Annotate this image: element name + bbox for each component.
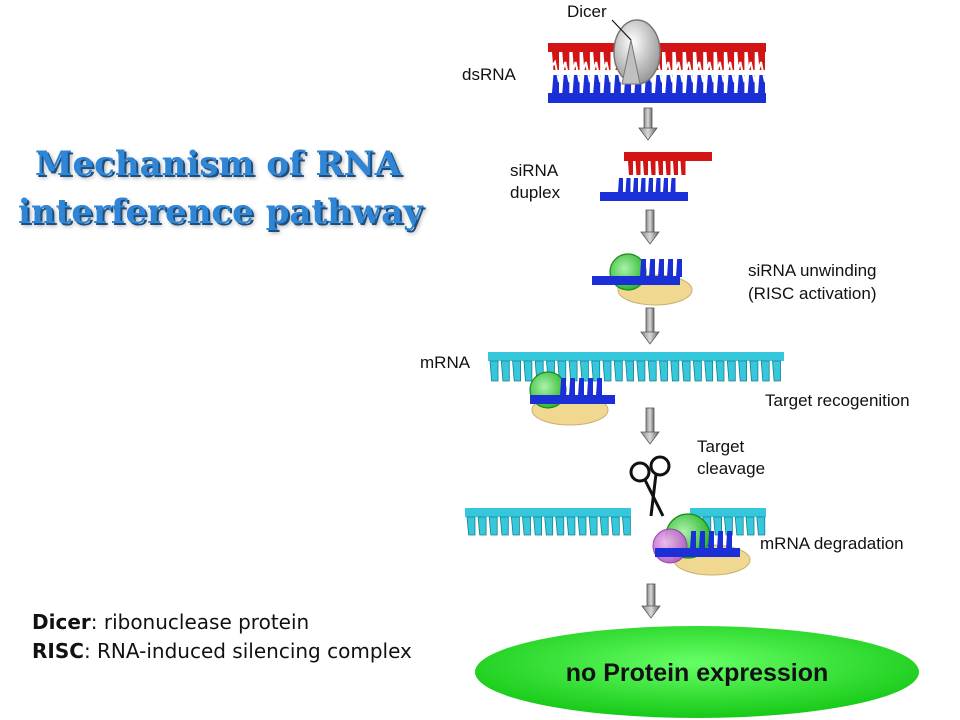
glossary-item-dicer: Dicer: ribonuclease protein: [32, 608, 412, 637]
dicer-enzyme: [611, 19, 661, 85]
dsrna-label: dsRNA: [462, 65, 517, 84]
target-recognition-complex: [529, 371, 615, 426]
scissors-icon: [629, 455, 671, 517]
mrna-strand: [488, 352, 784, 382]
degradation-label: mRNA degradation: [760, 534, 904, 553]
glossary-item-risc: RISC: RNA-induced silencing complex: [32, 637, 412, 666]
sirna-label-1: siRNA: [510, 161, 559, 180]
glossary: Dicer: ribonuclease protein RISC: RNA-in…: [32, 608, 412, 666]
glossary-definition: : ribonuclease protein: [90, 610, 310, 634]
cleaved-mrna-fragments: [465, 508, 766, 536]
unwinding-label-1: siRNA unwinding: [748, 261, 877, 280]
arrow-1: [638, 107, 658, 141]
slide-title: Mechanism of RNA interference pathway: [18, 140, 423, 236]
risc-activation-complex: [592, 253, 693, 306]
glossary-term: Dicer: [32, 610, 91, 634]
mrna-label: mRNA: [420, 353, 471, 372]
glossary-term: RISC: [32, 639, 84, 663]
cleavage-label-2: cleavage: [697, 459, 765, 478]
unwinding-label-2: (RISC activation): [748, 284, 876, 303]
arrow-4: [640, 407, 660, 445]
sirna-duplex: [600, 152, 712, 201]
glossary-definition: : RNA-induced silencing complex: [83, 639, 412, 663]
arrow-5: [641, 583, 661, 619]
target-recognition-label: Target recogenition: [765, 391, 910, 410]
arrow-3: [640, 307, 660, 345]
title-line-2: interference pathway: [18, 192, 423, 232]
no-protein-label: no Protein expression: [566, 659, 829, 687]
title-line-1: Mechanism of RNA: [34, 144, 402, 184]
outcome-oval: [475, 626, 919, 718]
sirna-label-2: duplex: [510, 183, 561, 202]
arrow-2: [640, 209, 660, 245]
dicer-label: Dicer: [567, 2, 607, 21]
degradation-complex: [652, 513, 751, 576]
cleavage-label-1: Target: [697, 437, 745, 456]
